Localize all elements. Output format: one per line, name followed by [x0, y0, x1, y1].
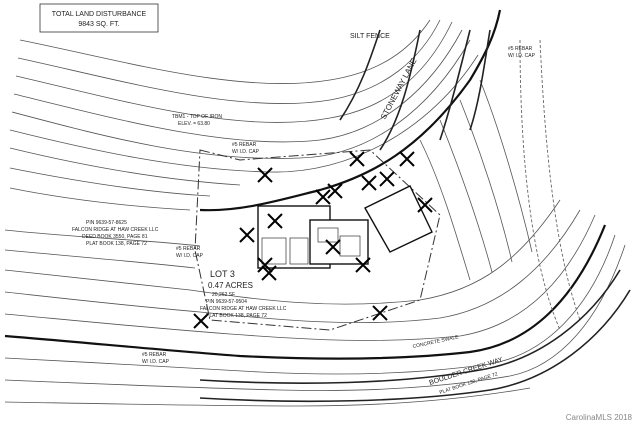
disturbance-box: TOTAL LAND DISTURBANCE 9843 SQ. FT. [39, 3, 159, 33]
owner-lot: FALCON RIDGE AT HAW CREEK LLC [200, 306, 287, 312]
concrete-swale-label: CONCRETE SWALE [412, 334, 460, 350]
tree-removal-marks [193, 151, 433, 329]
owner-left: FALCON RIDGE AT HAW CREEK LLC [72, 227, 159, 233]
contour-lines [4, 9, 626, 407]
rebar-label-top-right: #5 REBAR [508, 46, 533, 52]
disturbance-title: TOTAL LAND DISTURBANCE [52, 11, 147, 18]
lot-label: LOT 3 [210, 269, 235, 279]
pin-left: PIN 9639-57-8625 [86, 220, 127, 226]
rebar-label-left: #5 REBAR [176, 246, 201, 252]
roads [199, 29, 631, 403]
lot-boundary [194, 149, 441, 331]
watermark: CarolinaMLS 2018 [566, 413, 633, 422]
platbook-left: PLAT BOOK 138, PAGE 72 [86, 241, 147, 247]
lot-acres: 0.47 ACRES [208, 281, 253, 290]
pin-lot: PIN 9639-57-9504 [206, 299, 247, 305]
tbm-elev: ELEV. = 63.80 [178, 121, 210, 127]
rebar-label-upper: #5 REBAR [232, 142, 257, 148]
tbm-label: TBM1 - TOP OF IRON [172, 114, 222, 120]
disturbance-value: 9843 SQ. FT. [78, 21, 119, 28]
rebar-label-bottom: #5 REBAR [142, 352, 167, 358]
silt-fence-label: SILT FENCE [350, 33, 390, 40]
rebar-cap-upper: W/ I.D. CAP [232, 149, 260, 155]
lot-sqft: 20,262 SF [212, 292, 235, 298]
platbook-lot: PLAT BOOK 138, PAGE 72 [206, 313, 267, 319]
garage-footprint [364, 185, 433, 253]
rebar-cap-left: W/ I.D. CAP [176, 253, 204, 259]
rebar-cap-bottom: W/ I.D. CAP [142, 359, 170, 365]
deed-left: DEED BOOK 3550, PAGE 81 [82, 234, 148, 240]
rebar-cap-top-right: W/ I.D. CAP [508, 53, 536, 59]
